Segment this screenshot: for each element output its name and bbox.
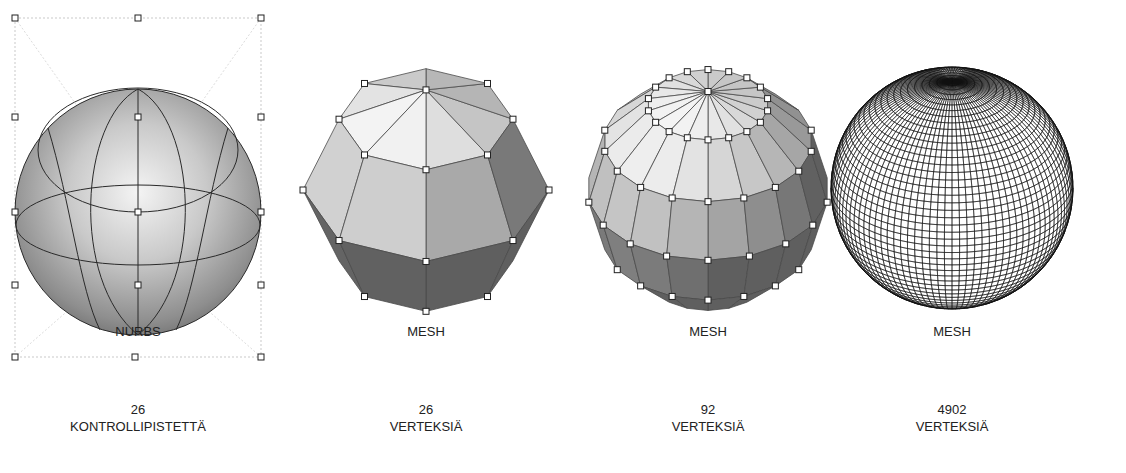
mesh-face [672, 138, 708, 202]
mesh-face [687, 92, 708, 140]
mesh-face [729, 286, 776, 308]
vertex-marker [705, 137, 711, 143]
vertex-marker [485, 294, 491, 300]
mesh-face [760, 87, 811, 130]
vertex-marker [602, 127, 608, 133]
vertex-marker [423, 167, 429, 173]
vertex-marker [705, 89, 711, 95]
mesh-face [488, 119, 550, 240]
count-unit: VERTEKSIÄ [672, 419, 745, 435]
mesh-face [799, 202, 827, 269]
vertex-marker [510, 238, 516, 244]
vertex-marker [485, 152, 491, 158]
mesh-face [708, 198, 749, 260]
vertex-marker [684, 135, 690, 141]
nurbs-sphere [12, 15, 264, 360]
model-type: NURBS [115, 324, 161, 340]
mid-poly-mesh [586, 67, 830, 311]
mesh-wireframe [831, 67, 1073, 309]
count: 92 [701, 402, 715, 418]
vertex-marker [765, 96, 771, 102]
count: 26 [419, 402, 433, 418]
mesh-face [672, 296, 708, 310]
vertex-marker [336, 238, 342, 244]
vertex-marker [757, 119, 763, 125]
vertex-marker [666, 129, 672, 135]
vertex-marker [824, 199, 830, 205]
vertex-marker [705, 199, 711, 205]
vertex-marker [423, 308, 429, 314]
vertex-marker [362, 80, 368, 86]
vertex-marker [602, 148, 608, 154]
vertex-marker [600, 222, 606, 228]
count-unit: VERTEKSIÄ [916, 419, 989, 435]
mesh-face [426, 69, 488, 90]
mesh-outline [831, 67, 1073, 309]
vertex-marker [741, 293, 747, 299]
vertex-marker [810, 222, 816, 228]
vertex-marker [772, 283, 778, 289]
vertex-marker [485, 80, 491, 86]
vertex-marker [666, 75, 672, 81]
vertex-marker [423, 258, 429, 264]
vertex-marker [726, 135, 732, 141]
vertex-marker [757, 84, 763, 90]
mesh-face [630, 244, 672, 297]
vertex-marker [627, 241, 633, 247]
mesh-face [747, 78, 799, 111]
vertex-marker [645, 108, 651, 114]
low-poly-mesh [300, 69, 552, 315]
vertex-marker [653, 84, 659, 90]
vertex-marker [669, 293, 675, 299]
count: 4902 [938, 402, 967, 418]
vertex-marker [645, 96, 651, 102]
vertex-marker [586, 199, 592, 205]
vertex-marker [664, 253, 670, 259]
mesh-face [488, 190, 550, 297]
vertex-marker [772, 184, 778, 190]
mesh-face [667, 198, 708, 260]
vertex-marker [300, 187, 306, 193]
vertex-marker [705, 257, 711, 263]
mesh-face [339, 241, 426, 312]
model-type: MESH [689, 324, 727, 340]
count: 26 [131, 402, 145, 418]
vertex-marker [546, 187, 552, 193]
vertex-marker [669, 195, 675, 201]
vertex-marker [808, 127, 814, 133]
vertex-marker [510, 116, 516, 122]
vertex-marker [653, 119, 659, 125]
count-unit: KONTROLLIPISTETTÄ [70, 419, 206, 435]
model-type: MESH [933, 324, 971, 340]
vertex-marker [705, 67, 711, 73]
vertex-marker [744, 129, 750, 135]
vertex-marker [741, 195, 747, 201]
vertex-marker [614, 168, 620, 174]
model-type: MESH [407, 324, 445, 340]
vertex-marker [746, 253, 752, 259]
vertex-marker [796, 267, 802, 273]
vertex-marker [638, 184, 644, 190]
vertex-marker [638, 283, 644, 289]
vertex-marker [783, 241, 789, 247]
vertex-marker [796, 168, 802, 174]
count-unit: VERTEKSIÄ [390, 419, 463, 435]
vertex-marker [726, 69, 732, 75]
mesh-face [811, 130, 827, 202]
dense-mesh [831, 67, 1073, 309]
vertex-marker [362, 152, 368, 158]
vertex-marker [744, 75, 750, 81]
vertex-marker [423, 87, 429, 93]
vertex-marker [336, 116, 342, 122]
vertex-marker [362, 294, 368, 300]
vertex-marker [808, 148, 814, 154]
vertex-marker [705, 297, 711, 303]
vertex-marker [684, 69, 690, 75]
vertex-marker [765, 108, 771, 114]
mesh-face [708, 256, 749, 300]
vertex-marker [614, 267, 620, 273]
mesh-face [667, 256, 708, 300]
